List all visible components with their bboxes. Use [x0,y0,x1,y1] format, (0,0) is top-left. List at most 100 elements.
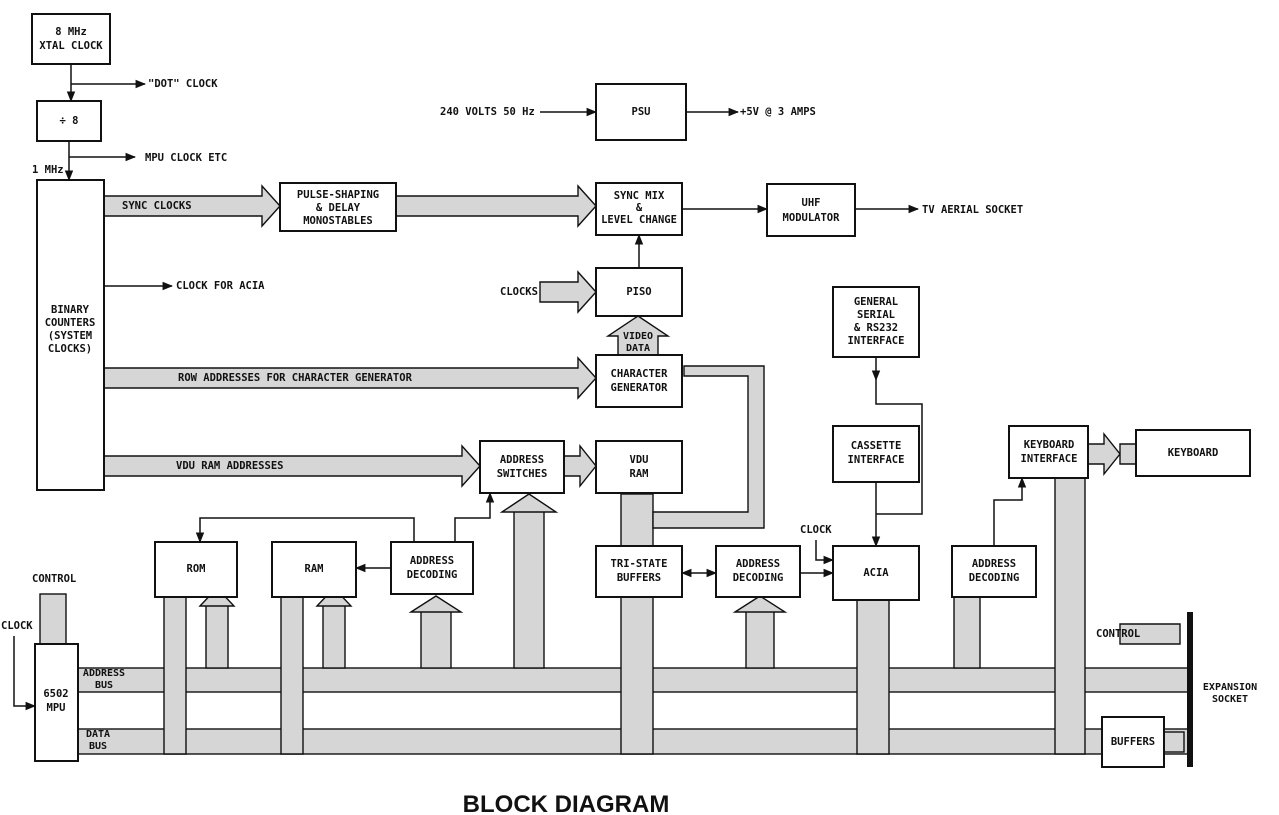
piso-block: PISO [595,267,683,317]
dot-clock-label: "DOT" CLOCK [148,78,218,90]
address-decoding-3-block: ADDRESS DECODING [951,545,1037,598]
svg-text:PULSE-SHAPING: PULSE-SHAPING [297,189,379,201]
tristate-vdu-bus [620,493,654,547]
svg-text:TRI-STATE: TRI-STATE [611,558,668,570]
rom-data-drop [163,596,187,755]
svg-text:8 MHz: 8 MHz [55,26,87,38]
video-data-line-1: VIDEO [623,331,653,342]
control-left-label: CONTROL [32,573,76,585]
dec3-line-1: ADDRESS [972,558,1016,570]
keyboard-label: KEYBOARD [1168,447,1219,459]
svg-text:ADDRESS: ADDRESS [972,558,1016,570]
psu-out-label: +5V @ 3 AMPS [740,106,816,118]
one-mhz-label: 1 MHz [32,164,64,176]
keyboard-link-bus [1087,432,1121,476]
expansion-socket-bar [1187,612,1193,767]
svg-text:INTERFACE: INTERFACE [1021,453,1078,465]
mains-in-label: 240 VOLTS 50 Hz [440,106,535,118]
svg-text:&: & [636,202,643,214]
svg-text:VDU: VDU [630,454,649,466]
addrsw-address-drop [513,509,545,669]
psu-label: PSU [632,106,651,118]
xtal-clock-block: 8 MHz XTAL CLOCK [31,13,111,65]
vdu-ram-addresses-bus [103,444,481,488]
acia-data-drop [856,599,890,755]
divide-by-8-block: ÷ 8 [36,100,102,142]
kbdif-line-1: KEYBOARD [1024,439,1075,451]
addrsw-line-2: SWITCHES [497,468,548,480]
dec2-address-drop [745,609,775,669]
pulse-shaping-block: PULSE-SHAPING & DELAY MONOSTABLES [279,182,397,232]
rom-address-drop [205,599,229,669]
svg-text:RAM: RAM [305,563,324,575]
svg-text:DECODING: DECODING [733,572,784,584]
svg-text:SYNC MIX: SYNC MIX [614,190,665,202]
svg-text:MPU: MPU [47,702,66,714]
svg-text:ADDRESS: ADDRESS [410,555,454,567]
dec2-line-2: DECODING [733,572,784,584]
svg-text:MONOSTABLES: MONOSTABLES [303,215,373,227]
rom-block: ROM [154,541,238,598]
address-bus-line-1: ADDRESS [83,668,125,679]
data-bus-line-1: DATA [86,729,110,740]
ram-block: RAM [271,541,357,598]
svg-text:KEYBOARD: KEYBOARD [1168,447,1219,459]
serial-line-1: GENERAL [854,296,898,308]
pulse-line-1: PULSE-SHAPING [297,189,379,201]
xtal-line-1: 8 MHz [55,26,87,38]
svg-text:PISO: PISO [626,286,651,298]
row-addresses-label: ROW ADDRESSES FOR CHARACTER GENERATOR [178,372,413,384]
mpu-control-bus [39,593,67,645]
mpu-block: 6502 MPU [34,643,79,762]
kbdif-line-2: INTERFACE [1021,453,1078,465]
dec2-line-1: ADDRESS [736,558,780,570]
svg-text:SERIAL: SERIAL [857,309,895,321]
serial-line-3: & RS232 [854,322,898,334]
svg-text:DECODING: DECODING [969,572,1020,584]
expansion-line-1: EXPANSION [1203,682,1257,693]
dec1-line-1: ADDRESS [410,555,454,567]
addrsw-line-1: ADDRESS [500,454,544,466]
svg-text:INTERFACE: INTERFACE [848,454,905,466]
control-right-label: CONTROL [1096,628,1140,640]
video-data-line-2: DATA [626,343,650,354]
syncmix-line-3: LEVEL CHANGE [601,214,677,226]
serial-line-2: SERIAL [857,309,895,321]
dec3-address-drop [953,596,981,669]
svg-text:CASSETTE: CASSETTE [851,440,902,452]
svg-text:ACIA: ACIA [863,567,889,579]
cassette-line-2: INTERFACE [848,454,905,466]
svg-text:CLOCKS): CLOCKS) [48,343,92,355]
address-decoding-1-block: ADDRESS DECODING [390,541,474,595]
blocks: 8 MHz XTAL CLOCK ÷ 8 BINARY COUNTERS (SY… [31,13,1251,768]
vduram-line-2: RAM [630,468,649,480]
mpu-line-1: 6502 [43,688,68,700]
acia-label: ACIA [863,567,889,579]
pulse-to-syncmix-bus [395,184,597,228]
tristate-line-2: BUFFERS [617,572,661,584]
svg-text:MODULATOR: MODULATOR [783,212,841,224]
uhf-modulator-block: UHF MODULATOR [766,183,856,237]
ram-label: RAM [305,563,324,575]
counters-line-1: BINARY [51,304,90,316]
buffers-label: BUFFERS [1111,736,1155,748]
svg-text:CHARACTER: CHARACTER [611,368,669,380]
system-bus [39,184,1191,755]
chargen-data-loop [652,365,765,529]
xtal-line-2: XTAL CLOCK [39,40,103,52]
rom-label: ROM [187,563,206,575]
svg-text:SWITCHES: SWITCHES [497,468,548,480]
serial-interface-block: GENERAL SERIAL & RS232 INTERFACE [832,286,920,358]
chargen-line-2: GENERATOR [611,382,669,394]
svg-text:KEYBOARD: KEYBOARD [1024,439,1075,451]
svg-text:GENERATOR: GENERATOR [611,382,669,394]
clocks-label: CLOCKS [500,286,538,298]
cassette-line-1: CASSETTE [851,440,902,452]
svg-text:XTAL CLOCK: XTAL CLOCK [39,40,103,52]
address-decoding-2-block: ADDRESS DECODING [715,545,801,598]
syncmix-line-2: & [636,202,643,214]
keyboard-block: KEYBOARD [1135,429,1251,477]
sync-mix-block: SYNC MIX & LEVEL CHANGE [595,182,683,236]
svg-text:÷ 8: ÷ 8 [60,115,79,127]
